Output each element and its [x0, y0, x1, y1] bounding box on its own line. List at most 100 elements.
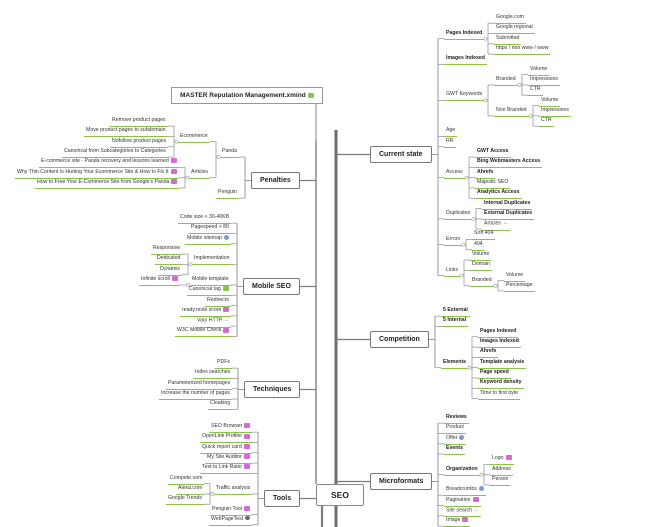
subtopic-code-size-30-40kb[interactable]: Code size < 30-40KB	[178, 212, 232, 225]
subtopic-5-external[interactable]: 5 External	[441, 305, 470, 318]
subtopic-majestic-seo[interactable]: Majestic SEO	[475, 177, 511, 189]
subtopic-text-to-link-ratio[interactable]: Text to Link Ratio	[200, 462, 252, 475]
subtopic-articles[interactable]: Articles	[189, 167, 211, 179]
subtopic-page-speed[interactable]: Page speed	[478, 367, 511, 379]
subtopic-ahrefs[interactable]: Ahrefs	[478, 346, 499, 359]
subtopic-reviews[interactable]: Reviews	[444, 412, 469, 425]
subtopic-analytics-access[interactable]: Analytics Access	[475, 187, 522, 200]
subtopic-pagination[interactable]: Pagination	[444, 495, 481, 507]
subtopic-remove-product-pages[interactable]: Remove product pages	[110, 115, 168, 128]
collapse-toggle[interactable]	[528, 113, 533, 118]
collapse-toggle[interactable]	[483, 36, 488, 41]
subtopic-pages-indexed[interactable]: Pages Indexed	[444, 28, 485, 40]
subtopic-nofollow-product-pages[interactable]: Nofollow product pages	[110, 136, 169, 148]
subtopic-dynamic[interactable]: Dynamic	[158, 264, 183, 276]
subtopic-mobile-sitemap[interactable]: Mobile sitemap	[185, 233, 231, 245]
subtopic-volume[interactable]: Volume	[504, 270, 526, 282]
collapse-toggle[interactable]	[467, 365, 472, 370]
map-title[interactable]: MASTER Reputation Management.xmind	[171, 87, 323, 104]
collapse-toggle[interactable]	[461, 242, 466, 247]
main-topic-penalties[interactable]: Penalties	[251, 172, 300, 189]
subtopic-errors[interactable]: Errors	[444, 234, 463, 246]
subtopic-google-trends[interactable]: Google Trends	[166, 493, 205, 506]
subtopic-address[interactable]: Address	[490, 464, 514, 476]
subtopic-soft-404[interactable]: Soft 404	[472, 228, 496, 241]
subtopic-ecommerce[interactable]: Ecommerce	[178, 131, 210, 143]
subtopic-seo-browser[interactable]: SEO Browser	[209, 421, 253, 434]
subtopic-ready-mobi-score[interactable]: ready.mobi score	[180, 305, 232, 317]
subtopic-duplicates[interactable]: Duplicates	[444, 208, 473, 220]
subtopic-impressions[interactable]: Impressions	[528, 74, 560, 86]
subtopic-move-product-pages-to-subdomain[interactable]: Move product pages to subdomain	[84, 125, 168, 138]
subtopic-compete-com[interactable]: Compete.com	[168, 473, 205, 485]
main-topic-microformats[interactable]: Microformats	[370, 473, 433, 490]
subtopic-domain[interactable]: Domain	[470, 259, 492, 272]
subtopic-5-internal[interactable]: 5 Internal	[441, 315, 469, 328]
subtopic-pdfs[interactable]: PDFs	[215, 357, 232, 370]
subtopic-non-branded[interactable]: Non Branded	[494, 105, 529, 117]
subtopic-images-indexed[interactable]: Images Indexed	[478, 336, 521, 349]
subtopic-pages-indexed[interactable]: Pages Indexed	[478, 326, 519, 338]
subtopic-parameterized-homepages[interactable]: Parameterized homepages	[166, 378, 233, 390]
subtopic-e-commerce-site-panda-recovery-and-lessons-learned[interactable]: E-commerce site - Panda recovery and les…	[39, 156, 179, 169]
main-topic-techniques[interactable]: Techniques	[244, 381, 301, 398]
subtopic-offer[interactable]: Offer	[444, 433, 467, 445]
subtopic-openlink-profiler[interactable]: OpenLink Profiler	[200, 431, 253, 444]
collapse-toggle[interactable]	[517, 83, 522, 87]
subtopic-articles[interactable]: Articles↔	[482, 218, 511, 231]
subtopic-elements[interactable]: Elements	[441, 357, 469, 369]
subtopic-external-duplicates[interactable]: External Duplicates	[482, 208, 535, 220]
subtopic-alexa-com[interactable]: Alexa.com	[176, 483, 205, 495]
subtopic-ctr[interactable]: CTR	[539, 115, 554, 128]
subtopic-my-site-auditor[interactable]: My Site Auditor	[205, 452, 252, 465]
subtopic-product[interactable]: Product	[444, 422, 466, 435]
subtopic-how-to-free-your-e-commerce-site-from-google-s-panda[interactable]: How to Free Your E-Commerce Site from Go…	[35, 177, 180, 189]
subtopic-traffic-analysis[interactable]: Traffic analysis	[214, 483, 253, 495]
subtopic-time-to-first-byte[interactable]: Time to first byte	[478, 388, 521, 400]
subtopic-internal-duplicates[interactable]: Internal Duplicates	[482, 198, 533, 210]
subtopic-cloaking[interactable]: Cloaking	[208, 398, 233, 411]
subtopic-bing-webmasters-access[interactable]: Bing Webmasters Access	[475, 156, 543, 169]
subtopic-site-search[interactable]: Site search↔	[444, 505, 481, 518]
subtopic-ctr[interactable]: CTR	[528, 84, 543, 97]
subtopic-canonical-from-subcategories-to-categories[interactable]: Canonical from Subcategories to Categori…	[62, 146, 168, 159]
main-topic-competition[interactable]: Competition	[370, 331, 429, 348]
subtopic-rr[interactable]: RR	[444, 136, 456, 148]
subtopic-links[interactable]: Links	[444, 265, 461, 277]
subtopic-google-com[interactable]: Google.com	[494, 12, 526, 25]
main-topic-tools[interactable]: Tools	[264, 490, 301, 507]
subtopic-vary-http[interactable]: Vary HTTP↔	[195, 315, 232, 328]
subtopic-volume[interactable]: Volume	[470, 249, 492, 262]
subtopic-percentage[interactable]: Percentage	[504, 280, 535, 292]
subtopic-404[interactable]: 404	[472, 239, 485, 251]
subtopic-branded[interactable]: Branded	[494, 74, 518, 86]
main-topic-current-state[interactable]: Current state	[370, 146, 432, 163]
subtopic-person[interactable]: Person	[490, 474, 511, 486]
subtopic-impressions[interactable]: Impressions	[539, 105, 571, 117]
subtopic-template-analysis[interactable]: Template analysis	[478, 357, 527, 369]
subtopic-access[interactable]: Access	[444, 167, 465, 179]
subtopic-w3c-mobile-check[interactable]: W3C Mobile Check	[175, 325, 232, 338]
collapse-toggle[interactable]	[479, 472, 484, 477]
subtopic-panda[interactable]: Panda	[220, 146, 240, 159]
collapse-toggle[interactable]	[483, 98, 488, 103]
collapse-toggle[interactable]	[493, 283, 498, 288]
subtopic-submitted[interactable]: Submitted	[494, 33, 522, 45]
subtopic-volume[interactable]: Volume	[539, 95, 561, 107]
subtopic-breadcrumbs[interactable]: Breadcrumbs	[444, 484, 486, 497]
subtopic-organization[interactable]: Organization	[444, 464, 480, 476]
subtopic-ahrefs[interactable]: Ahrefs	[475, 167, 496, 179]
subtopic-infinite-scroll[interactable]: Infinite scroll	[139, 274, 180, 286]
subtopic-pagespeed-80[interactable]: Pagespeed > 80	[189, 222, 231, 235]
subtopic-volume[interactable]: Volume	[528, 64, 550, 76]
collapse-toggle[interactable]	[464, 175, 469, 180]
subtopic-index-searches[interactable]: Index searches	[193, 367, 233, 380]
subtopic-dedicated[interactable]: Dedicated	[155, 253, 183, 266]
subtopic-implementation[interactable]: Implementation	[192, 253, 232, 266]
collapse-toggle[interactable]	[459, 273, 464, 278]
subtopic-gwt-keywords[interactable]: GWT Keywords	[444, 89, 485, 102]
subtopic-logo[interactable]: Logo	[490, 453, 514, 466]
subtopic-canonical-tag[interactable]: Canonical tag	[187, 284, 231, 297]
subtopic-responsive[interactable]: Responsive	[151, 243, 183, 256]
